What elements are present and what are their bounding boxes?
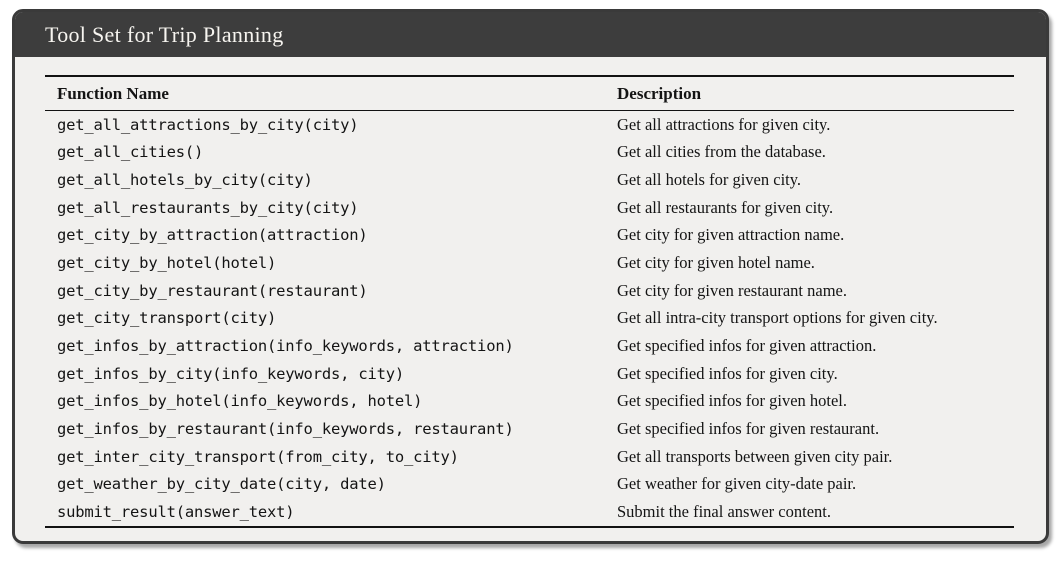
panel-title: Tool Set for Trip Planning bbox=[45, 21, 284, 47]
description-cell: Get all attractions for given city. bbox=[617, 114, 831, 134]
function-name-cell: get_inter_city_transport(from_city, to_c… bbox=[57, 447, 459, 466]
table-row: get_city_transport(city) Get all intra-c… bbox=[45, 304, 1014, 332]
description-cell: Get city for given attraction name. bbox=[617, 225, 845, 245]
description-cell: Get all restaurants for given city. bbox=[617, 197, 834, 217]
function-name-cell: get_weather_by_city_date(city, date) bbox=[57, 475, 386, 494]
description-cell: Get specified infos for given hotel. bbox=[617, 391, 848, 411]
table-row: get_city_by_restaurant(restaurant) Get c… bbox=[45, 277, 1014, 305]
description-cell: Submit the final answer content. bbox=[617, 501, 831, 521]
table-header-row: Function Name Description bbox=[45, 77, 1014, 110]
function-name-cell: get_city_by_restaurant(restaurant) bbox=[57, 281, 368, 300]
description-cell: Get specified infos for given attraction… bbox=[617, 335, 877, 355]
panel-body: Function Name Description get_all_attrac… bbox=[15, 57, 1046, 528]
table-row: get_infos_by_restaurant(info_keywords, r… bbox=[45, 415, 1014, 443]
function-name-cell: get_infos_by_city(info_keywords, city) bbox=[57, 364, 405, 383]
function-name-cell: get_infos_by_restaurant(info_keywords, r… bbox=[57, 419, 514, 438]
table-row: get_all_cities() Get all cities from the… bbox=[45, 139, 1014, 167]
function-name-cell: get_infos_by_hotel(info_keywords, hotel) bbox=[57, 392, 423, 411]
description-cell: Get specified infos for given restaurant… bbox=[617, 418, 880, 438]
function-name-cell: get_all_cities() bbox=[57, 143, 204, 162]
table-row: get_inter_city_transport(from_city, to_c… bbox=[45, 443, 1014, 471]
table-bottom-rule bbox=[45, 525, 1014, 528]
table-row: get_all_restaurants_by_city(city) Get al… bbox=[45, 194, 1014, 222]
description-cell: Get specified infos for given city. bbox=[617, 363, 838, 383]
panel-header: Tool Set for Trip Planning bbox=[15, 12, 1046, 57]
description-cell: Get weather for given city-date pair. bbox=[617, 474, 857, 494]
function-name-cell: submit_result(answer_text) bbox=[57, 502, 295, 521]
description-cell: Get all hotels for given city. bbox=[617, 170, 802, 190]
function-table: Function Name Description get_all_attrac… bbox=[45, 75, 1014, 528]
description-cell: Get city for given hotel name. bbox=[617, 253, 815, 273]
function-name-cell: get_city_by_hotel(hotel) bbox=[57, 254, 277, 273]
table-row: get_infos_by_city(info_keywords, city) G… bbox=[45, 360, 1014, 388]
column-header-function-name: Function Name bbox=[57, 83, 169, 103]
table-mid-rule bbox=[45, 110, 1014, 111]
description-cell: Get all cities from the database. bbox=[617, 142, 826, 162]
table-row: get_infos_by_hotel(info_keywords, hotel)… bbox=[45, 387, 1014, 415]
table-row: get_city_by_attraction(attraction) Get c… bbox=[45, 222, 1014, 250]
function-name-cell: get_city_transport(city) bbox=[57, 309, 277, 328]
table-row: get_city_by_hotel(hotel) Get city for gi… bbox=[45, 249, 1014, 277]
description-cell: Get all intra-city transport options for… bbox=[617, 308, 938, 328]
table-row: submit_result(answer_text) Submit the fi… bbox=[45, 498, 1014, 526]
function-name-cell: get_all_hotels_by_city(city) bbox=[57, 171, 313, 190]
column-header-description: Description bbox=[617, 83, 702, 103]
table-top-rule bbox=[45, 75, 1014, 77]
table-row: get_infos_by_attraction(info_keywords, a… bbox=[45, 332, 1014, 360]
function-name-cell: get_all_restaurants_by_city(city) bbox=[57, 198, 359, 217]
table-row: get_all_attractions_by_city(city) Get al… bbox=[45, 111, 1014, 139]
table-body: get_all_attractions_by_city(city) Get al… bbox=[45, 111, 1014, 526]
function-name-cell: get_city_by_attraction(attraction) bbox=[57, 226, 368, 245]
function-name-cell: get_all_attractions_by_city(city) bbox=[57, 115, 359, 134]
table-row: get_weather_by_city_date(city, date) Get… bbox=[45, 470, 1014, 498]
tool-set-panel: Tool Set for Trip Planning Function Name… bbox=[12, 9, 1049, 544]
function-name-cell: get_infos_by_attraction(info_keywords, a… bbox=[57, 336, 514, 355]
description-cell: Get all transports between given city pa… bbox=[617, 446, 893, 466]
table-row: get_all_hotels_by_city(city) Get all hot… bbox=[45, 166, 1014, 194]
description-cell: Get city for given restaurant name. bbox=[617, 280, 847, 300]
